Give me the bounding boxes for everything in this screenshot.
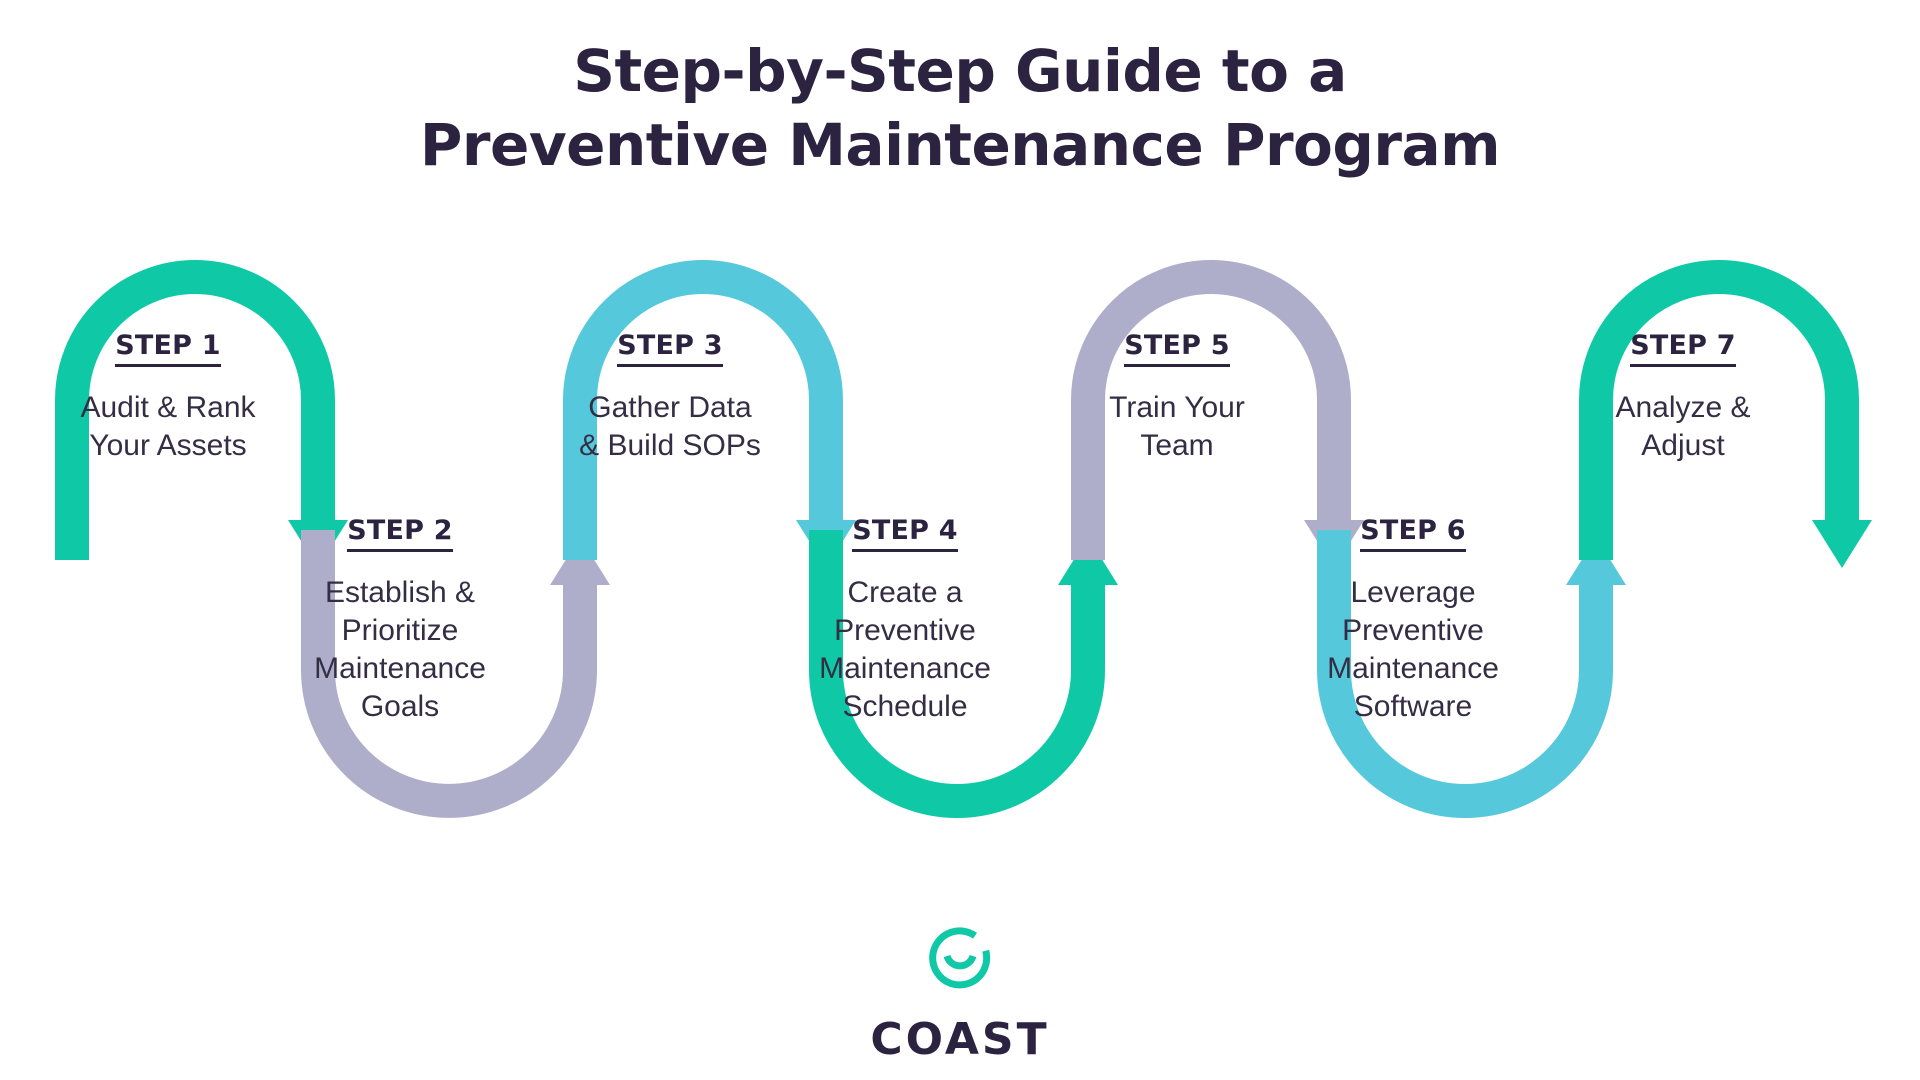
step-body-5: Train Your Team — [1109, 391, 1245, 462]
arrowhead-up-step-4 — [1058, 537, 1118, 585]
step-label-3: STEP 3 Gather Data & Build SOPs — [540, 330, 800, 465]
step-heading-1: STEP 1 — [115, 330, 221, 367]
arrowhead-up-step-2 — [550, 537, 610, 585]
step-heading-2: STEP 2 — [347, 515, 453, 552]
step-body-3: Gather Data & Build SOPs — [579, 391, 761, 462]
step-label-2: STEP 2 Establish & Prioritize Maintenanc… — [270, 515, 530, 726]
arrowhead-up-step-6 — [1566, 537, 1626, 585]
step-heading-3: STEP 3 — [617, 330, 723, 367]
arrowhead-down-step-7 — [1812, 520, 1872, 568]
step-body-2: Establish & Prioritize Maintenance Goals — [314, 576, 486, 723]
coast-wordmark: COAST — [870, 1014, 1050, 1065]
step-body-4: Create a Preventive Maintenance Schedule — [819, 576, 991, 723]
step-body-7: Analyze & Adjust — [1615, 391, 1751, 462]
brand-logo: COAST — [0, 920, 1920, 1065]
step-body-1: Audit & Rank Your Assets — [80, 391, 256, 462]
page-title: Step-by-Step Guide to a Preventive Maint… — [0, 34, 1920, 182]
step-heading-5: STEP 5 — [1124, 330, 1230, 367]
step-label-5: STEP 5 Train Your Team — [1047, 330, 1307, 465]
step-heading-6: STEP 6 — [1360, 515, 1466, 552]
step-label-7: STEP 7 Analyze & Adjust — [1553, 330, 1813, 465]
step-label-4: STEP 4 Create a Preventive Maintenance S… — [775, 515, 1035, 726]
step-heading-4: STEP 4 — [852, 515, 958, 552]
step-body-6: Leverage Preventive Maintenance Software — [1327, 576, 1499, 723]
step-label-1: STEP 1 Audit & Rank Your Assets — [38, 330, 298, 465]
title-line-1: Step-by-Step Guide to a — [573, 37, 1347, 105]
coast-logo-icon — [929, 927, 991, 989]
title-line-2: Preventive Maintenance Program — [419, 111, 1501, 179]
step-label-6: STEP 6 Leverage Preventive Maintenance S… — [1283, 515, 1543, 726]
step-heading-7: STEP 7 — [1630, 330, 1736, 367]
